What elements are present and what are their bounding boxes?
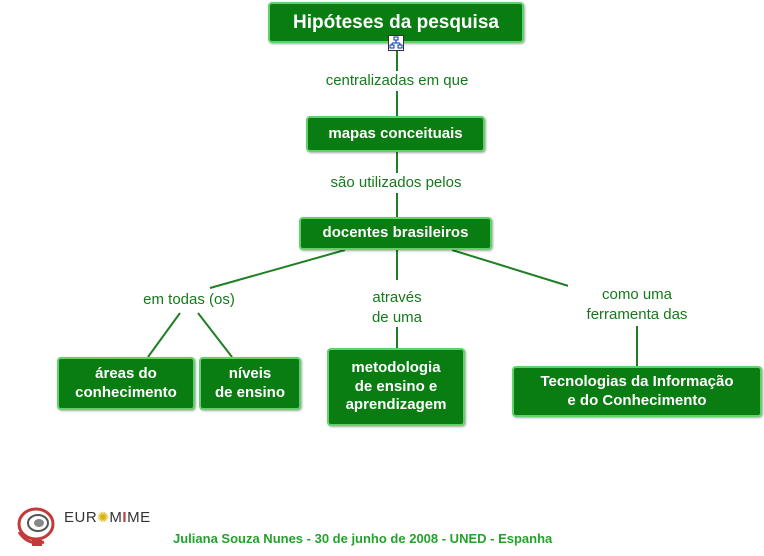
node-tic-line1: Tecnologias da Informação (540, 372, 734, 390)
link-label-atraves-line2: de uma (371, 308, 423, 326)
node-mapas-label: mapas conceituais (328, 124, 463, 142)
link-label-em-todas: em todas (os) (128, 290, 250, 310)
node-tic-line2: e do Conhecimento (567, 391, 707, 409)
node-niveis-ensino[interactable]: níveis de ensino (199, 357, 301, 410)
link-label-atraves: através de uma (352, 288, 442, 327)
node-metodologia[interactable]: metodologia de ensino e aprendizagem (327, 348, 465, 426)
link-label-como-uma: como uma ferramenta das (568, 285, 706, 324)
logo-star-icon: ✺ (97, 509, 110, 525)
euromime-logo: EUR✺MIME (14, 500, 174, 552)
node-areas-line1: áreas do (95, 364, 157, 382)
link-label-centralizadas: centralizadas em que (308, 71, 486, 91)
node-niveis-line1: níveis (228, 364, 272, 382)
globe-logo-icon (17, 507, 55, 546)
node-areas-line2: conhecimento (75, 383, 177, 401)
logo-text-me: ME (127, 509, 151, 526)
node-niveis-line2: de ensino (214, 383, 285, 401)
link-label-atraves-line1: através (372, 289, 422, 306)
logo-text-eur: EUR (64, 509, 98, 526)
logo-text-i: I (122, 509, 128, 526)
node-metodologia-line1: metodologia (351, 358, 441, 376)
node-docentes-brasileiros[interactable]: docentes brasileiros (299, 217, 492, 250)
link-label-sao-utilizados: são utilizados pelos (313, 173, 479, 193)
node-metodologia-line3: aprendizagem (345, 396, 447, 414)
submap-icon[interactable] (388, 35, 404, 51)
node-docentes-label: docentes brasileiros (322, 224, 469, 242)
node-mapas-conceituais[interactable]: mapas conceituais (306, 116, 485, 152)
link-label-como-line1: como uma (601, 286, 673, 303)
node-areas-conhecimento[interactable]: áreas do conhecimento (57, 357, 195, 410)
footer-credit: Juliana Souza Nunes - 30 de junho de 200… (173, 531, 553, 546)
root-node-label: Hipóteses da pesquisa (293, 11, 499, 33)
node-metodologia-line2: de ensino e (354, 377, 438, 395)
link-label-como-line2: ferramenta das (586, 305, 688, 323)
node-tecnologias[interactable]: Tecnologias da Informação e do Conhecime… (512, 366, 762, 417)
logo-text-m: M (109, 509, 123, 526)
